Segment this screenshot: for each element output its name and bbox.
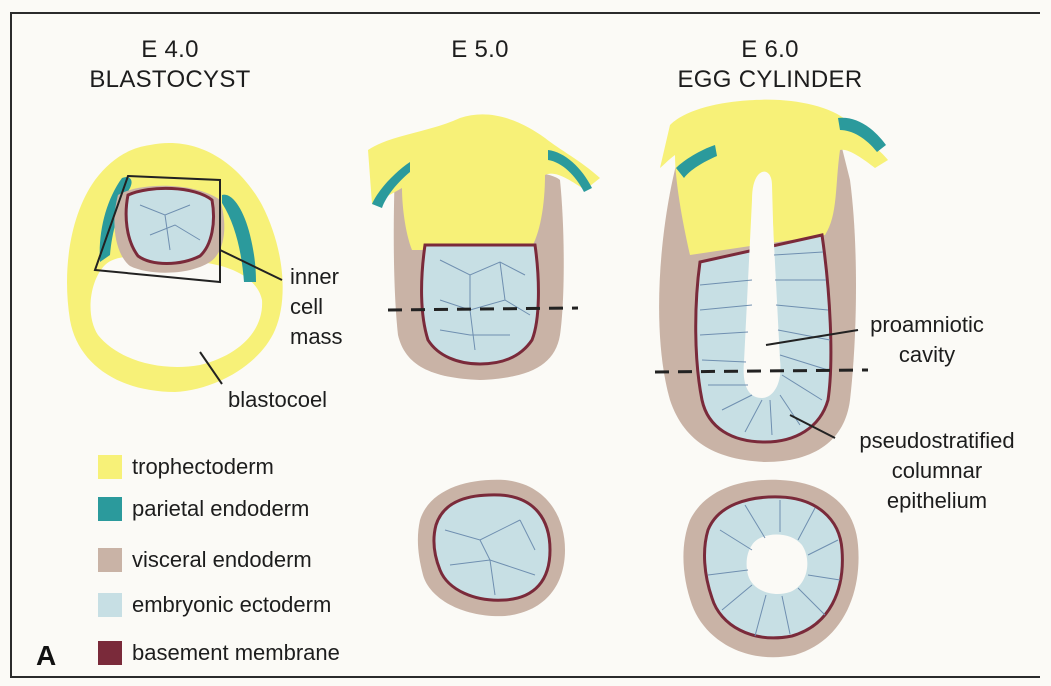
legend-item-trophectoderm: trophectoderm [98,452,274,482]
pseudostratified-line-2: columnar [842,456,1032,486]
e5-section-line [388,308,578,310]
swatch-visceral-endoderm [98,548,122,572]
legend-item-parietal-endoderm: parietal endoderm [98,494,309,524]
icm-line-3: mass [290,322,343,352]
legend-item-basement-membrane: basement membrane [98,638,340,668]
e5-xs-ectoderm [434,495,550,600]
icm-line-1: inner [290,262,343,292]
icm-line-2: cell [290,292,343,322]
stage-label-e4: E 4.0 [70,35,270,65]
e6-cross-section [683,480,858,657]
pseudostratified-line-1: pseudostratified [842,426,1032,456]
legend-label-basement-membrane: basement membrane [132,640,340,666]
e5-ectoderm [422,245,539,364]
swatch-embryonic-ectoderm [98,593,122,617]
proamniotic-line-1: proamniotic [862,310,992,340]
e5-cross-section [418,480,565,616]
blastocyst [67,143,283,392]
swatch-basement-membrane [98,641,122,665]
stage-name-e4: BLASTOCYST [70,65,270,95]
stage-name-e6: EGG CYLINDER [650,65,890,95]
legend-label-embryonic-ectoderm: embryonic ectoderm [132,592,331,618]
swatch-trophectoderm [98,455,122,479]
legend-label-parietal-endoderm: parietal endoderm [132,496,309,522]
proamniotic-line-2: cavity [862,340,992,370]
blastocoel-label: blastocoel [228,388,327,412]
egg-cylinder [655,100,888,462]
stage-label-e5: E 5.0 [400,35,560,65]
inner-cell-mass-label: inner cell mass [290,262,343,352]
legend-label-visceral-endoderm: visceral endoderm [132,547,312,573]
panel-label: A [36,640,56,672]
e5-embryo [368,114,600,380]
proamniotic-cavity-label: proamniotic cavity [862,310,992,370]
stage-header-e5: E 5.0 [400,35,560,65]
legend-item-visceral-endoderm: visceral endoderm [98,545,312,575]
legend-item-embryonic-ectoderm: embryonic ectoderm [98,590,331,620]
legend-label-trophectoderm: trophectoderm [132,454,274,480]
blastocyst-icm [126,188,213,263]
swatch-parietal-endoderm [98,497,122,521]
pseudostratified-label: pseudostratified columnar epithelium [842,426,1032,516]
stage-header-e6: E 6.0 EGG CYLINDER [650,35,890,95]
stage-header-e4: E 4.0 BLASTOCYST [70,35,270,95]
e6-xs-cavity [747,534,808,594]
stage-label-e6: E 6.0 [650,35,890,65]
pseudostratified-line-3: epithelium [842,486,1032,516]
